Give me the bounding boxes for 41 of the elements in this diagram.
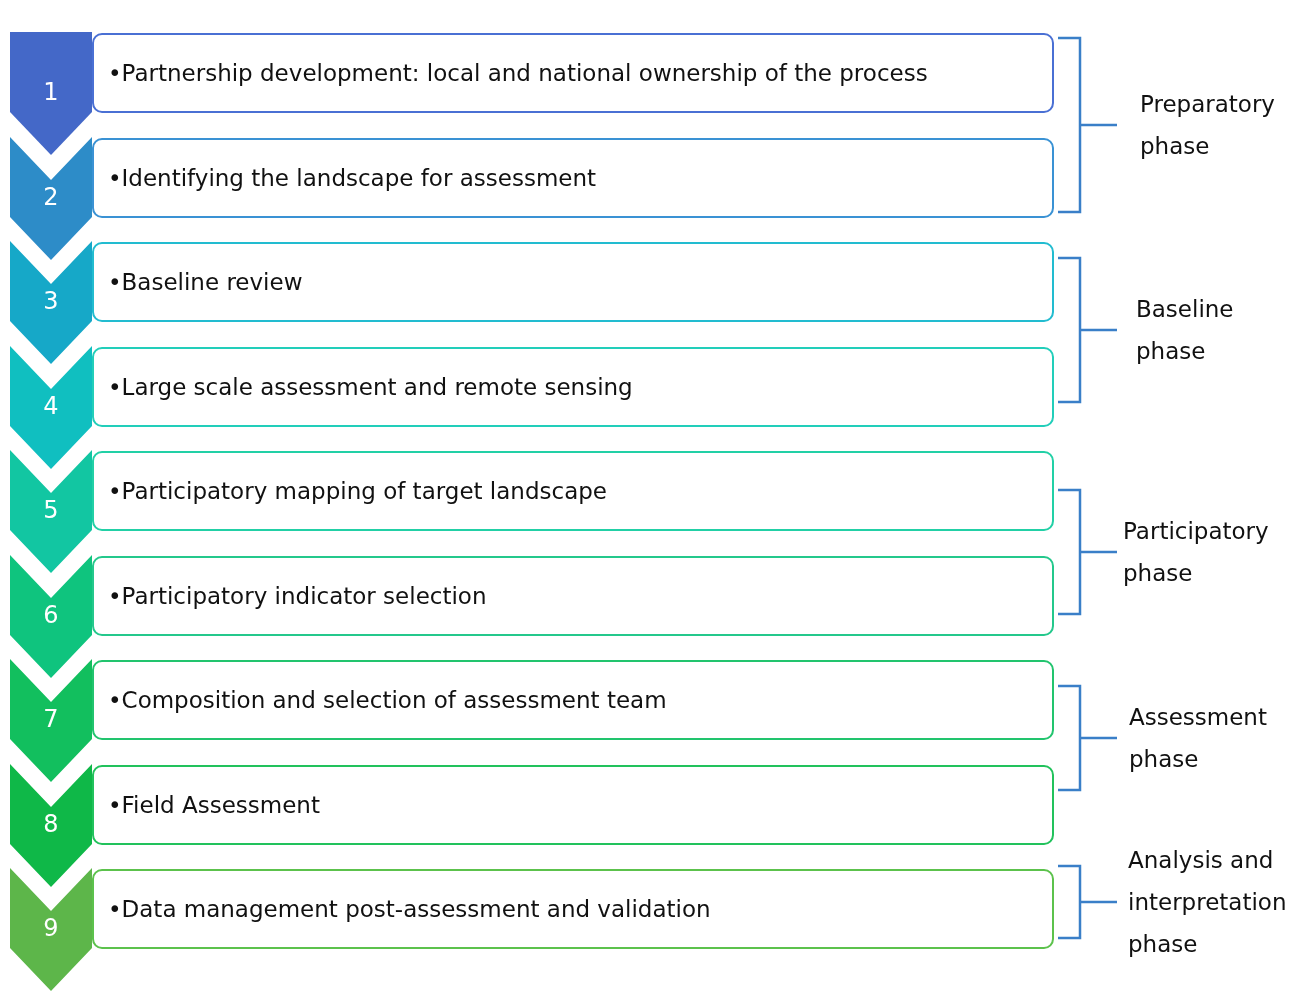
step-text: •Participatory mapping of target landscape	[108, 478, 607, 504]
step-number: 4	[42, 391, 60, 420]
step-box	[92, 346, 1054, 427]
step-number: 9	[42, 914, 60, 942]
step-box	[92, 869, 1054, 949]
chevron-shape	[10, 868, 92, 991]
chevron-shape	[10, 450, 92, 573]
phase-label: Participatory phase	[1123, 517, 1270, 588]
step-box	[92, 660, 1054, 740]
phase-label: Baseline phase	[1136, 295, 1235, 366]
step-box	[92, 33, 1054, 113]
step-box	[92, 451, 1054, 531]
step-number: 8	[42, 809, 60, 838]
step-box	[92, 242, 1054, 322]
step-number: 7	[42, 705, 60, 733]
chevron-shape	[10, 136, 92, 260]
step-text: •Large scale assessment and remote sensing	[108, 373, 633, 400]
chevron-shape	[10, 241, 92, 364]
step-text: •Identifying the landscape for assessment	[108, 164, 597, 191]
chevron-shape	[10, 659, 92, 782]
step-box	[92, 764, 1054, 845]
step-box	[92, 555, 1054, 636]
step-text: •Partnership development: local and national ownership of the process	[108, 60, 928, 86]
chevron-shape	[10, 763, 92, 887]
chevron-shape	[10, 554, 92, 678]
step-text: •Participatory indicator selection	[108, 582, 487, 609]
phase-label: Preparatory phase	[1140, 90, 1276, 161]
step-text: •Data management post-assessment and validation	[108, 896, 711, 922]
step-number: 6	[42, 600, 60, 629]
step-number: 2	[42, 182, 60, 211]
phase-label: Assessment phase	[1129, 703, 1268, 774]
step-text: •Composition and selection of assessment team	[108, 687, 667, 713]
step-number: 3	[42, 287, 60, 315]
phase-label: Analysis and interpretation phase	[1128, 846, 1288, 959]
step-text: •Baseline review	[108, 269, 303, 295]
chevron-shape	[10, 32, 92, 155]
step-number: 5	[42, 496, 60, 524]
step-box	[92, 137, 1054, 218]
step-number: 1	[42, 78, 60, 106]
step-text: •Field Assessment	[108, 791, 320, 818]
chevron-shape	[10, 345, 92, 469]
